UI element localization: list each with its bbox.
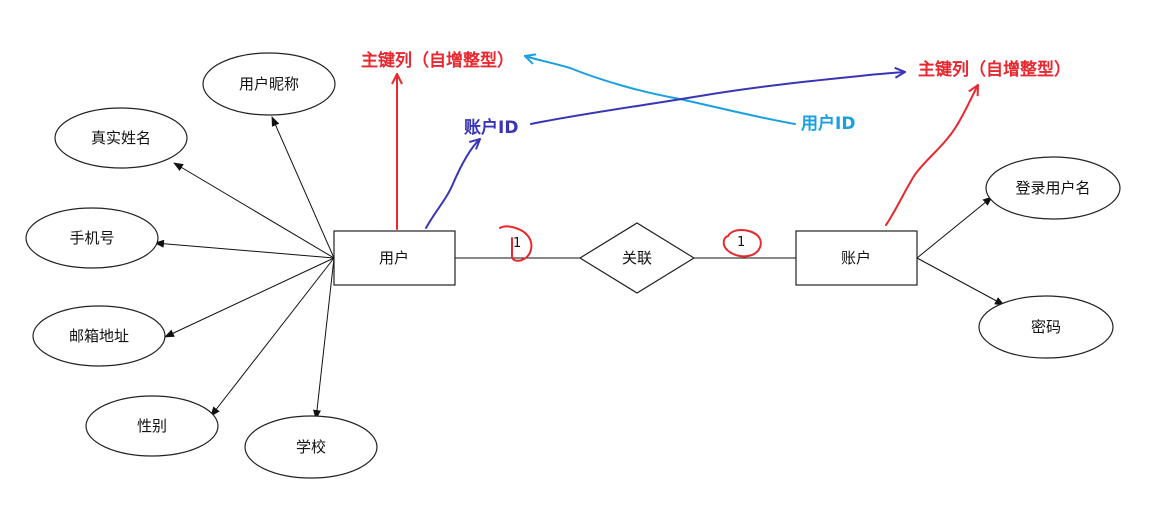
cardinality-user-circle [499,225,533,262]
cardinality-account-circle [722,229,762,258]
primary-key-annotation-right: 主键列（自增整型） [918,59,1071,80]
attribute-phone-label: 手机号 [69,229,114,247]
attribute-nickname-label: 用户昵称 [239,75,299,93]
attribute-gender-label: 性别 [137,417,167,435]
attribute-school: 学校 [244,415,378,479]
user-id-to-pk-arrow [525,56,796,125]
cardinality-user-side: 1 [513,236,521,251]
entity-user: 用户 [333,230,456,286]
pk-arrow-right [885,85,978,226]
attribute-real-name-label: 真实姓名 [91,129,151,147]
attribute-nickname: 用户昵称 [202,52,336,116]
attribute-password-label: 密码 [1031,318,1061,336]
connector-school [313,257,335,420]
connector-nickname [271,116,335,259]
attribute-real-name: 真实姓名 [54,107,188,169]
attribute-email-label: 邮箱地址 [69,327,129,345]
connector-email [164,257,335,338]
attribute-school-label: 学校 [296,438,326,456]
attribute-email: 邮箱地址 [32,305,166,367]
user-id-annotation: 用户ID [801,113,855,134]
account-id-arrow [425,139,480,229]
connector-password [916,257,1005,306]
cardinality-account-side: 1 [737,235,745,250]
connector-real-name [173,162,335,259]
attribute-password: 密码 [978,295,1114,359]
attribute-phone: 手机号 [25,207,159,269]
relationship-label: 关联 [622,249,652,267]
entity-account-label: 账户 [841,249,871,267]
account-id-annotation: 账户ID [464,117,518,138]
entity-user-label: 用户 [379,249,409,267]
entity-account: 账户 [795,230,918,286]
relationship-link: 关联 [578,222,696,294]
primary-key-annotation-left: 主键列（自增整型） [361,50,514,71]
attribute-gender: 性别 [85,395,219,457]
account-id-to-pk-arrow [530,72,905,125]
connector-gender [210,257,335,417]
connector-login-name [916,196,993,259]
connector-phone [154,239,335,259]
attribute-login-name: 登录用户名 [985,156,1121,220]
attribute-login-name-label: 登录用户名 [1015,179,1090,197]
